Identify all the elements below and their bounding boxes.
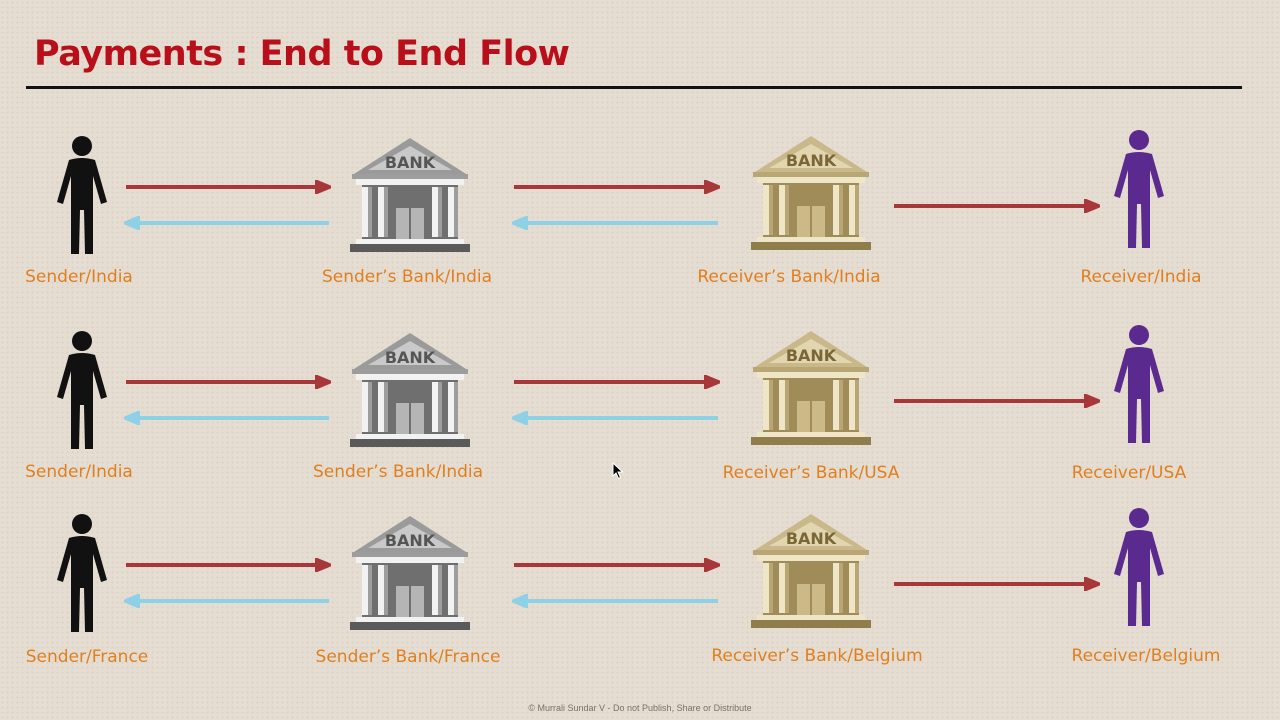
bank-return-arrow — [512, 216, 718, 230]
receiver-label: Receiver/India — [1080, 267, 1202, 287]
bank-sign-text: BANK — [786, 346, 837, 365]
bank-to-receiver-arrow — [894, 577, 1100, 591]
sender-person-icon — [57, 136, 107, 254]
sender-to-bank-arrow — [126, 180, 331, 194]
bank-return-arrow — [512, 594, 718, 608]
sender-to-bank-arrow — [126, 558, 331, 572]
bank-to-receiver-arrow — [894, 199, 1100, 213]
receiver-bank-label: Receiver’s Bank/USA — [722, 463, 900, 483]
bank-sign-text: BANK — [786, 151, 837, 170]
bank-sign-text: BANK — [385, 531, 436, 550]
bank-to-sender-arrow — [124, 216, 329, 230]
sender-person-icon — [57, 331, 107, 449]
bank-to-sender-arrow — [124, 411, 329, 425]
bank-return-arrow — [512, 411, 718, 425]
sender-bank-label: Sender’s Bank/India — [312, 462, 484, 482]
flow-row-2: BANK BANK Sender/I — [0, 315, 1280, 495]
receiver-person-icon — [1114, 130, 1164, 248]
bank-to-bank-arrow — [514, 180, 720, 194]
sender-bank-icon: BANK — [350, 138, 470, 252]
bank-sign-text: BANK — [385, 348, 436, 367]
sender-label: Sender/India — [25, 267, 133, 287]
bank-sign-text: BANK — [385, 153, 436, 172]
bank-sign-text: BANK — [786, 529, 837, 548]
sender-bank-icon: BANK — [350, 333, 470, 447]
mouse-cursor-icon — [612, 462, 624, 480]
sender-label: Sender/France — [25, 647, 149, 667]
title-divider — [26, 86, 1242, 89]
flow-row-3: BANK BANK Sender/F — [0, 498, 1280, 678]
copyright-footer: © Murrali Sundar V - Do not Publish, Sha… — [528, 703, 752, 713]
receiver-bank-icon: BANK — [751, 514, 871, 628]
receiver-person-icon — [1114, 508, 1164, 626]
receiver-bank-icon: BANK — [751, 136, 871, 250]
receiver-bank-label: Receiver’s Bank/Belgium — [711, 646, 923, 666]
receiver-person-icon — [1114, 325, 1164, 443]
flow-row-1: BANK BANK Sender/I — [0, 120, 1280, 300]
slide-title: Payments : End to End Flow — [34, 34, 570, 74]
sender-person-icon — [57, 514, 107, 632]
bank-to-receiver-arrow — [894, 394, 1100, 408]
receiver-label: Receiver/USA — [1071, 463, 1187, 483]
receiver-bank-icon: BANK — [751, 331, 871, 445]
bank-to-sender-arrow — [124, 594, 329, 608]
sender-to-bank-arrow — [126, 375, 331, 389]
sender-bank-icon: BANK — [350, 516, 470, 630]
sender-label: Sender/India — [25, 462, 133, 482]
receiver-bank-label: Receiver’s Bank/India — [697, 267, 881, 287]
receiver-label: Receiver/Belgium — [1071, 646, 1221, 666]
sender-bank-label: Sender’s Bank/India — [321, 267, 493, 287]
bank-to-bank-arrow — [514, 375, 720, 389]
bank-to-bank-arrow — [514, 558, 720, 572]
sender-bank-label: Sender’s Bank/France — [315, 647, 501, 667]
